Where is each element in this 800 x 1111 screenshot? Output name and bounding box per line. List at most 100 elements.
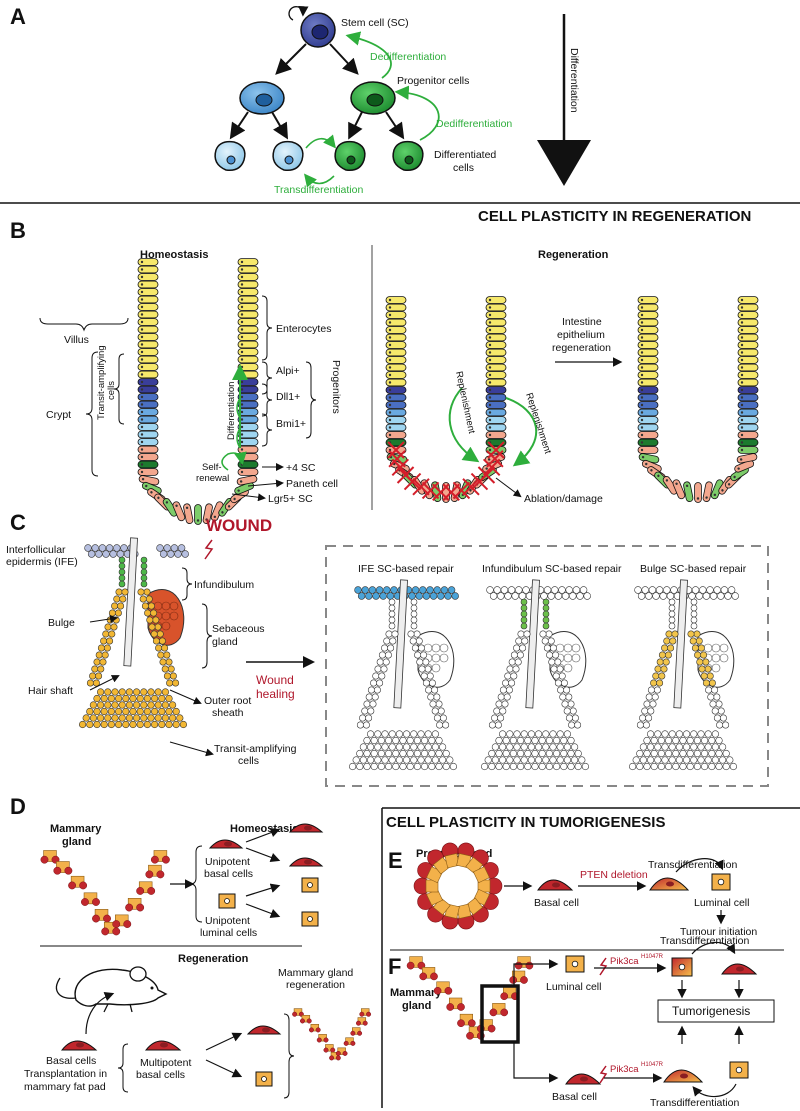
f-pik-top-sup: H1047R: [641, 954, 664, 960]
bmi1-label: Bmi1+: [276, 418, 306, 430]
mammary-gland-regenerated: [292, 1008, 372, 1061]
transdiff-arrow-top: [305, 134, 337, 149]
follicle-bulge-repair: [628, 579, 739, 771]
infundibulum-label: Infundibulum: [194, 579, 254, 591]
f-transdiff-bottom-label: Transdifferentiation: [650, 1097, 739, 1109]
panel-b-letter: B: [10, 218, 26, 243]
d-basal-cells-icon: [60, 1040, 98, 1051]
progenitor-green-cell: [350, 81, 396, 115]
d-basal-daughter-1: [288, 823, 324, 833]
f-tumorigenesis-box: [657, 999, 775, 1023]
d-regeneration-title: Regeneration: [178, 953, 249, 965]
bmi1-brace: [261, 413, 273, 447]
differentiated-blue-cell-1: [214, 140, 246, 172]
f-pik-bottom-sup: H1047R: [641, 1062, 664, 1068]
outer-root-label-1: Outer root: [204, 695, 251, 707]
self-renewal-label-2: renewal: [196, 473, 229, 484]
wound-healing-label-2: healing: [256, 687, 295, 701]
replenishment-arrow-left: [448, 387, 480, 463]
e-transdiff-arrow: [675, 858, 724, 873]
intestine-label-1: Intestine: [562, 316, 602, 328]
intestine-label-2: epithelium: [557, 329, 605, 341]
transdiff-arrow-bottom: [303, 173, 335, 188]
sebaceous-label-2: gland: [212, 636, 238, 648]
differentiated-label-2: cells: [453, 162, 474, 174]
panel-b: B Homeostasis Regeneration Villus Crypt …: [10, 218, 759, 525]
f-pik-top: Pik3ca: [610, 956, 639, 967]
villus-brace: [39, 317, 129, 332]
repair-bulge-label: Bulge SC-based repair: [640, 563, 747, 575]
differentiated-label-1: Differentiated: [434, 149, 496, 161]
d-basal-daughter-2: [288, 857, 324, 867]
panel-a: A Stem cell (SC) Progenitor cells Dediff…: [10, 4, 591, 196]
d-mg-regen-label-1: Mammary gland: [278, 967, 353, 979]
e-transitional-cell: [649, 877, 690, 891]
f-basal-result-cell: [721, 963, 758, 975]
ablation-arrow: [495, 477, 522, 498]
f-lightning-top-icon: [599, 957, 608, 976]
f-luminal-label: Luminal cell: [546, 981, 601, 993]
enterocytes-brace: [261, 295, 273, 361]
bulge-arrow: [89, 614, 118, 623]
d-luminal-arrow-1: [245, 883, 281, 897]
dll1-label: Dll1+: [276, 391, 300, 403]
d-multi-luminal-daughter: [255, 1071, 273, 1087]
transit-brace: [113, 353, 125, 425]
mouse-icon: [55, 966, 168, 1013]
d-transplant-label-2: mammary fat pad: [24, 1081, 106, 1093]
lgr5-label: Lgr5+ SC: [268, 493, 313, 505]
f-pik-bottom: Pik3ca: [610, 1064, 639, 1075]
d-luminal-daughter-1: [301, 877, 319, 893]
b-regeneration-title: Regeneration: [538, 249, 609, 261]
progenitor-blue-cell: [239, 81, 285, 115]
d-homeostasis-title: Homeostasis: [230, 823, 298, 835]
progenitors-label: Progenitors: [330, 360, 342, 414]
d-regen-brace: [283, 1013, 295, 1099]
wound-healing-label-1: Wound: [256, 673, 294, 687]
dediff-arrow-right: [394, 85, 440, 141]
self-renewal-arrow: [221, 451, 247, 471]
ife-label-2: epidermis (IFE): [6, 556, 78, 568]
paneth-label: Paneth cell: [286, 478, 338, 490]
dll1-brace: [261, 383, 273, 417]
c-transit-label-1: Transit-amplifying: [214, 743, 297, 755]
hair-shaft-arrow: [89, 675, 120, 691]
arrow-blue-diff-1: [229, 111, 249, 140]
d-luminal-cell: [218, 893, 236, 909]
enterocytes-label: Enterocytes: [276, 323, 331, 335]
e-pten-label: PTEN deletion: [580, 869, 648, 881]
lgr5-arrow: [231, 493, 266, 502]
infundibulum-brace: [181, 567, 193, 601]
self-renewal-label-1: Self-: [202, 462, 222, 473]
d-homeostasis-brace: [189, 845, 203, 923]
repair-infundibulum-label: Infundibulum SC-based repair: [482, 563, 622, 575]
f-transition-cell-top: [671, 957, 693, 977]
repair-dashed-box: [325, 545, 769, 787]
f-transdiff-top-arrow: [691, 941, 736, 955]
outer-root-label-2: sheath: [212, 707, 244, 719]
d-unipotent-luminal-1: Unipotent: [205, 915, 250, 927]
f-transdiff-bottom-arrow: [692, 1083, 737, 1098]
d-basal-arrow-1: [245, 828, 281, 843]
b-transit-label-2: cells: [106, 381, 117, 400]
section-tumorigenesis-title: CELL PLASTICITY IN TUMORIGENESIS: [386, 814, 665, 831]
dediff-label-right: Dedifferentiation: [436, 118, 512, 130]
panel-c: C WOUND Interfollicular epidermis (IFE) …: [6, 510, 769, 787]
b-homeostasis-title: Homeostasis: [140, 249, 208, 261]
dediff-label-top: Dedifferentiation: [370, 51, 446, 63]
follicle-ife-repair: [349, 579, 459, 771]
sebaceous-brace: [201, 603, 213, 669]
e-luminal-label: Luminal cell: [694, 897, 749, 909]
progenitors-brace: [305, 361, 317, 439]
d-unipotent-basal-2: basal cells: [204, 868, 253, 880]
differentiated-blue-cell-2: [272, 140, 304, 172]
replenishment-arrow-right: [505, 397, 538, 467]
f-luminal-cell: [565, 955, 585, 973]
f-mammary-label-2: gland: [402, 1000, 431, 1012]
crypt-damaged: [385, 296, 507, 503]
c-transit-label-2: cells: [238, 755, 259, 767]
stem-cell: [288, 5, 336, 48]
paneth-arrow: [247, 479, 284, 488]
ablation-label: Ablation/damage: [524, 493, 603, 505]
d-multi-basal-daughter: [246, 1025, 282, 1035]
